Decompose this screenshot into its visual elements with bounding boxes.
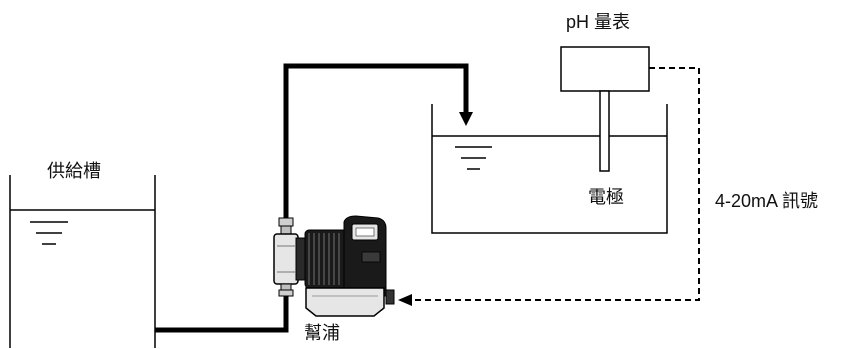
- signal-line: [412, 67, 700, 301]
- ph-meter-label: pH 量表: [566, 12, 631, 32]
- electrode-label: 電極: [588, 187, 624, 207]
- ph-meter-box: [560, 46, 650, 92]
- electrode-probe: [599, 90, 610, 172]
- down-arrow-icon: [459, 112, 473, 126]
- left-arrow-icon: [398, 294, 412, 306]
- signal-label: 4-20mA 訊號: [715, 191, 819, 211]
- liquid-level-icon: [30, 221, 68, 245]
- liquid-level-icon: [455, 146, 492, 170]
- metering-pump-icon: [273, 215, 395, 317]
- supply-tank: [9, 175, 156, 348]
- discharge-pipe: [283, 63, 469, 218]
- pump-label: 幫浦: [304, 323, 340, 343]
- suction-pipe: [155, 295, 289, 333]
- supply-tank-label: 供給槽: [47, 161, 101, 181]
- process-tank: [431, 104, 668, 234]
